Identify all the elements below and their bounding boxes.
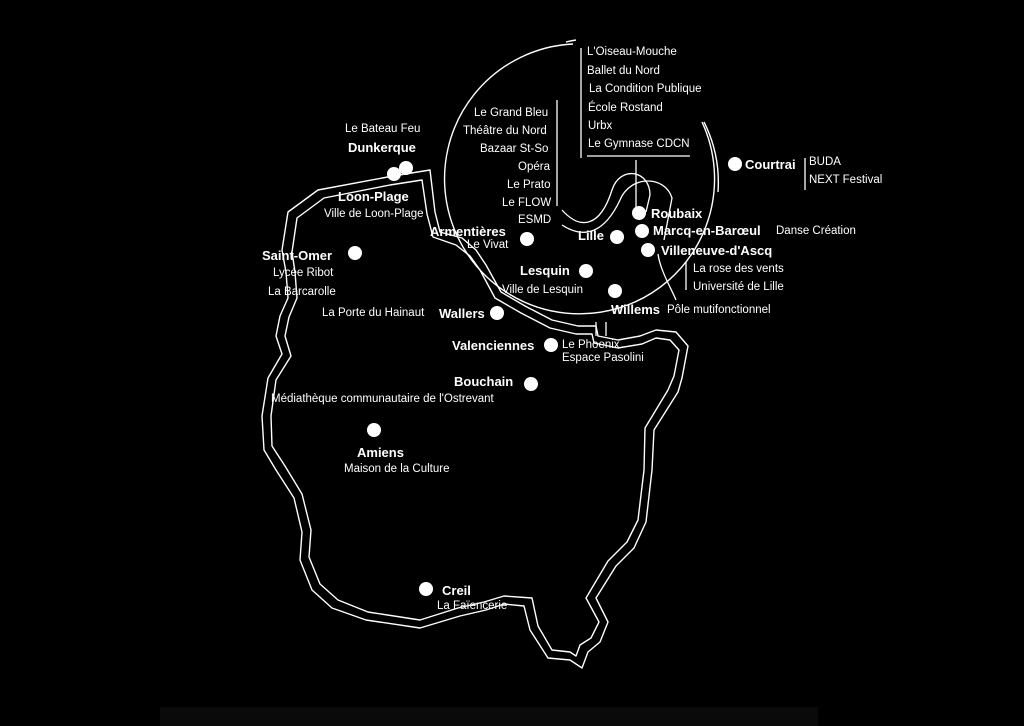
bottom-bar [160,707,818,726]
marker-willems [608,284,622,298]
venue-next: NEXT Festival [809,174,883,186]
city-roubaix: Roubaix [651,206,703,221]
city-lille: Lille [578,228,605,243]
inner-lines [556,48,806,336]
venue-barcarolle: La Barcarolle [268,286,336,298]
marker-dunkerque [399,161,413,175]
venue-ville-lesquin: Ville de Lesquin [502,284,583,296]
city-marcq: Marcq-en-Barœul [653,223,761,238]
marker-villeneuve [641,243,655,257]
city-valenciennes: Valenciennes [452,338,535,353]
marker-loon-plage [387,167,401,181]
venue-oiseau-mouche: L'Oiseau-Mouche [587,46,677,58]
venue-vivat: Le Vivat [467,239,509,251]
marker-wallers [490,306,504,320]
venue-flow: Le FLOW [502,197,552,209]
venue-ballet-nord: Ballet du Nord [587,65,660,77]
marker-valenciennes [544,338,558,352]
city-armentieres: Armentières [430,224,506,239]
venue-urbx: Urbx [588,120,613,132]
marker-courtrai [728,157,742,171]
venue-rose-vents: La rose des vents [693,263,784,275]
marker-lille [610,230,624,244]
venue-theatre-nord: Théâtre du Nord [463,125,547,137]
city-markers [348,157,742,596]
city-loon-plage: Loon-Plage [338,189,409,204]
city-amiens: Amiens [357,445,404,460]
venue-bateau-feu: Le Bateau Feu [345,123,421,135]
city-bouchain: Bouchain [454,374,514,389]
venue-prato: Le Prato [507,179,551,191]
venue-phoenix: Le Phoenix [562,339,620,351]
venue-gymnase: Le Gymnase CDCN [588,138,690,150]
venue-pasolini: Espace Pasolini [562,352,644,364]
city-wallers: Wallers [439,306,485,321]
city-courtrai: Courtrai [745,157,796,172]
venue-pole: Pôle mutifonctionnel [667,304,771,316]
city-villeneuve: Villeneuve-d'Ascq [661,243,773,258]
venue-universite-lille: Université de Lille [693,281,784,293]
marker-lesquin [579,264,593,278]
marker-marcq [635,224,649,238]
marker-saint-omer [348,246,362,260]
venue-mediatheque: Médiathèque communautaire de l'Ostrevant [271,393,494,405]
marker-amiens [367,423,381,437]
venue-opera: Opéra [518,161,550,173]
marker-creil [419,582,433,596]
venue-ville-loon: Ville de Loon-Plage [324,208,424,220]
metropole-circle [443,39,720,315]
venue-bazaar: Bazaar St-So [480,143,549,155]
city-dunkerque: Dunkerque [348,140,416,155]
city-willems: Willems [611,302,661,317]
marker-roubaix [632,206,646,220]
venue-ecole-rostand: École Rostand [588,102,663,114]
venue-faiencerie: La Faïencerie [437,600,508,612]
region-outline [261,169,689,669]
venue-lycee-ribot: Lycée Ribot [273,267,334,279]
marker-armentieres [520,232,534,246]
venue-porte-hainaut: La Porte du Hainaut [322,307,425,319]
venue-esmd: ESMD [518,214,552,226]
venue-grand-bleu: Le Grand Bleu [474,107,549,119]
venue-danse-creation: Danse Création [776,225,856,237]
city-creil: Creil [442,583,471,598]
marker-bouchain [524,377,538,391]
venue-condition-publique: La Condition Publique [589,83,702,95]
venue-buda: BUDA [809,156,841,168]
venue-maison-culture: Maison de la Culture [344,463,450,475]
city-saint-omer: Saint-Omer [262,248,333,263]
city-lesquin: Lesquin [520,263,570,278]
